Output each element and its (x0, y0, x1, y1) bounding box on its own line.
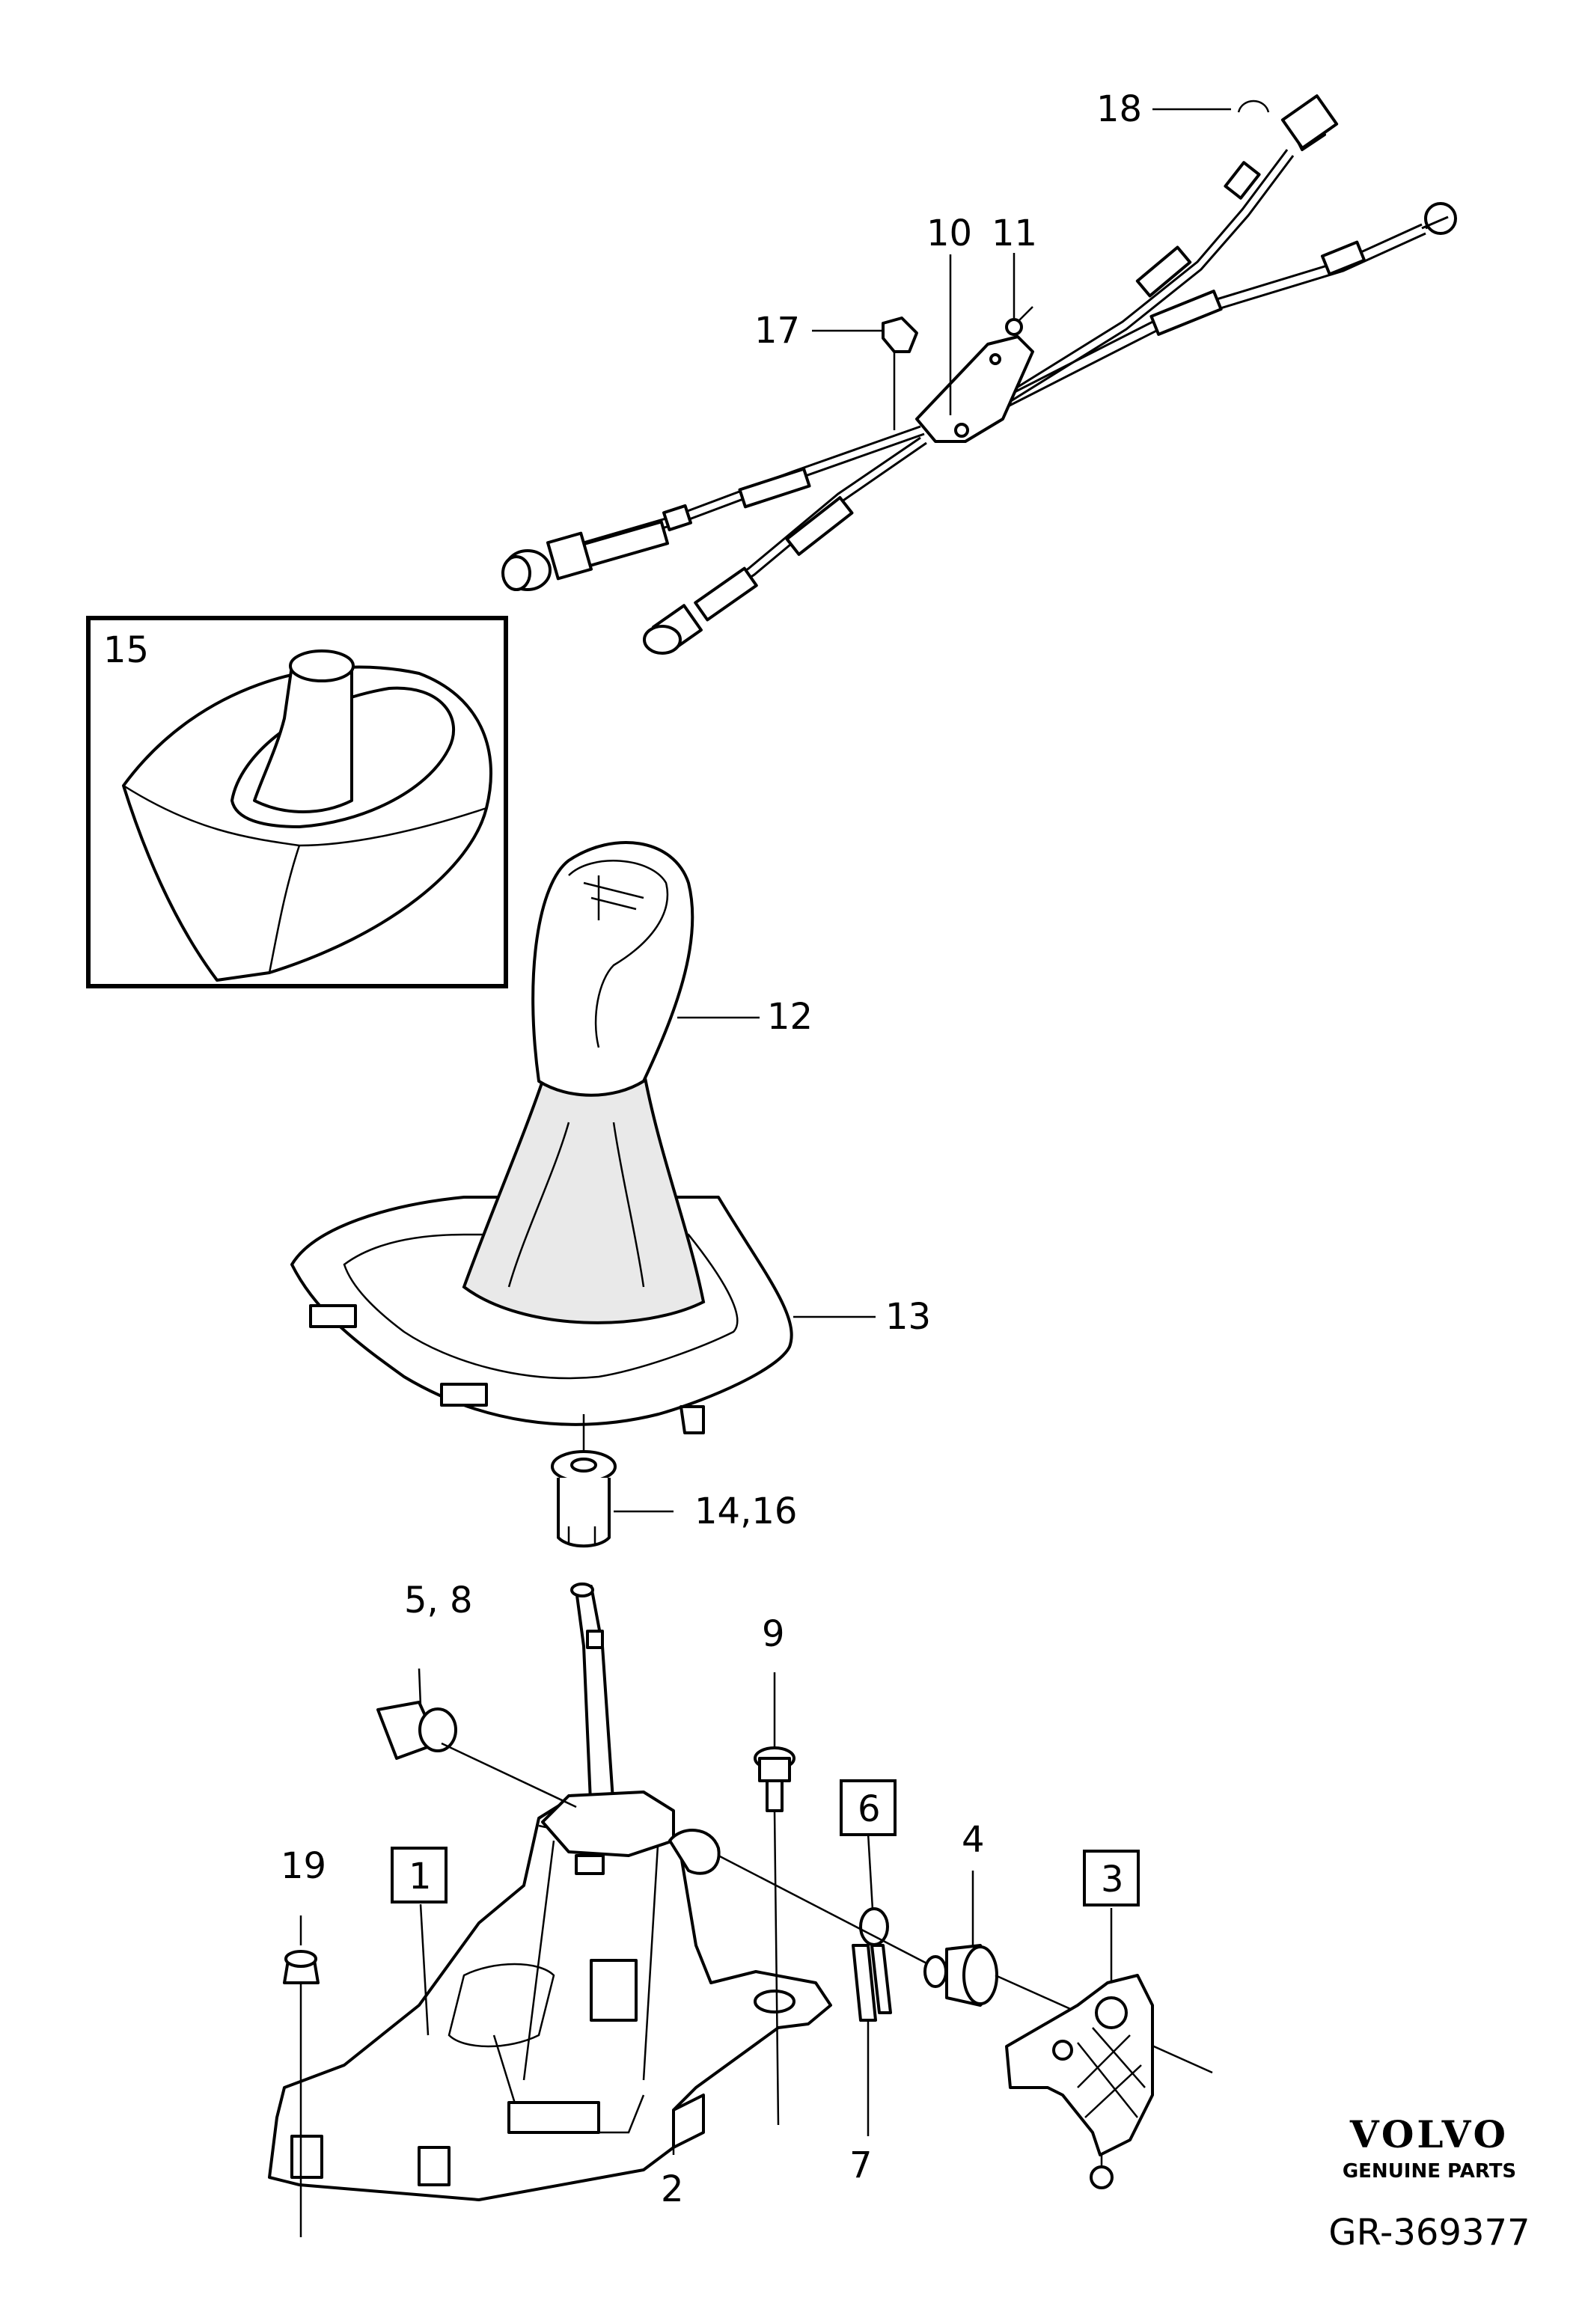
callout-19: 19 (281, 1845, 326, 1887)
shift-cable-assembly (501, 94, 1457, 655)
leader-lines-bottom (299, 1668, 1113, 2155)
callout-12: 12 (767, 996, 813, 1038)
inset-box-15 (86, 616, 508, 988)
callout-15: 15 (103, 629, 149, 671)
callout-6: 6 (858, 1788, 881, 1830)
brand-logo: VOLVO (1349, 2112, 1509, 2156)
shifter-base-assembly (268, 1583, 1213, 2237)
callout-box-1 (391, 1847, 448, 1903)
callout-13: 13 (885, 1296, 931, 1338)
drawing-number: GR-369377 (1328, 2212, 1530, 2254)
callout-18: 18 (1096, 88, 1142, 130)
callout-17: 17 (754, 310, 800, 352)
callout-11: 11 (992, 212, 1037, 254)
volvo-branding: VOLVO GENUINE PARTS GR-369377 (1328, 2112, 1530, 2254)
grommet-14-16 (551, 1414, 617, 1548)
callout-9: 9 (762, 1613, 785, 1655)
brand-tagline: GENUINE PARTS (1343, 2160, 1516, 2183)
callout-box-6 (840, 1779, 897, 1836)
callout-10: 10 (926, 212, 972, 254)
callout-1: 1 (409, 1856, 432, 1898)
leader-lines-middle (614, 1016, 876, 1513)
gear-knob-and-boot (290, 841, 793, 1434)
callout-5-8: 5, 8 (404, 1580, 473, 1621)
callout-7: 7 (849, 2144, 873, 2186)
leader-lines-top (812, 108, 1231, 430)
callout-3: 3 (1101, 1859, 1124, 1901)
callout-14-16: 14,16 (694, 1490, 797, 1532)
callout-2: 2 (661, 2168, 684, 2210)
callout-box-3 (1083, 1850, 1140, 1906)
callout-labels: 18 10 11 17 15 12 13 14,16 5, 8 9 6 4 3 … (103, 88, 1142, 2210)
callout-4: 4 (962, 1819, 985, 1861)
